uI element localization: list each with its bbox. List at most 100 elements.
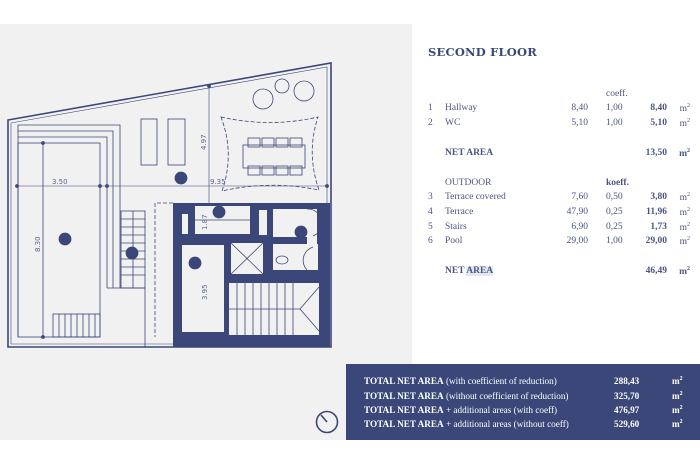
plant bbox=[293, 80, 315, 102]
dimension-label: 3.50 bbox=[52, 178, 68, 186]
coefficient: 0,25 bbox=[606, 207, 623, 217]
plant bbox=[252, 88, 274, 110]
unit: m2 bbox=[679, 118, 690, 130]
total-row: TOTAL NET AREA + additional areas (witho… bbox=[364, 419, 694, 433]
dimension-label: 1.87 bbox=[201, 214, 209, 230]
net-area-row: NET AREA 13,50 m2 bbox=[410, 148, 700, 162]
row-number: 3 bbox=[428, 192, 433, 202]
unit: m2 bbox=[679, 222, 690, 234]
unit: m2 bbox=[672, 405, 683, 416]
area-row: 6 Pool 29,00 1,00 29,00 m2 bbox=[410, 236, 700, 250]
room-marker-label: 4 bbox=[179, 175, 183, 183]
sun-lounger bbox=[140, 118, 158, 166]
unit: m2 bbox=[672, 391, 683, 402]
total-value: 288,43 bbox=[614, 376, 640, 386]
gross-area: 29,00 bbox=[566, 236, 588, 246]
coeff-header: koeff. bbox=[606, 178, 629, 188]
total-row: TOTAL NET AREA (with coefficient of redu… bbox=[364, 376, 694, 390]
gross-area: 5,10 bbox=[571, 118, 588, 128]
area-row: 4 Terrace 47,90 0,25 11,96 m2 bbox=[410, 207, 700, 221]
gross-area: 6,90 bbox=[571, 222, 588, 232]
area-row: 1 Hallway 8,40 1,00 8,40 m2 bbox=[410, 103, 700, 117]
area-row: 2 WC 5,10 1,00 5,10 m2 bbox=[410, 118, 700, 132]
indoor-stairs bbox=[229, 283, 320, 335]
room-name: Pool bbox=[445, 236, 463, 246]
room-marker-2 bbox=[294, 225, 308, 239]
total-label: TOTAL NET AREA + additional areas (witho… bbox=[364, 419, 569, 429]
total-row: TOTAL NET AREA + additional areas (with … bbox=[364, 405, 694, 419]
coefficient: 0,25 bbox=[606, 222, 623, 232]
coefficient: 1,00 bbox=[606, 118, 623, 128]
row-number: 4 bbox=[428, 207, 433, 217]
sun-lounger bbox=[167, 118, 186, 166]
gross-area: 7,60 bbox=[571, 192, 588, 202]
unit: m2 bbox=[679, 266, 690, 278]
unit: m2 bbox=[679, 103, 690, 115]
room-marker-label: 6 bbox=[63, 236, 67, 244]
room-marker-label: 2 bbox=[299, 229, 303, 237]
unit: m2 bbox=[672, 376, 683, 387]
toilet bbox=[275, 255, 289, 265]
floor-plan: 1 2 3 4 5 6 3.50 9.35 4.97 8.30 1.87 3.9… bbox=[7, 62, 332, 348]
net-area-value: 13,50 bbox=[645, 148, 667, 158]
room-marker-1 bbox=[188, 256, 202, 270]
net-area: 1,73 bbox=[650, 222, 667, 232]
room-marker-3 bbox=[212, 205, 226, 219]
total-value: 476,97 bbox=[614, 405, 640, 415]
total-row: TOTAL NET AREA (without coefficient of r… bbox=[364, 391, 694, 405]
net-area-value: 46,49 bbox=[645, 266, 667, 276]
dimension-label: 9.35 bbox=[210, 178, 226, 186]
dimension-label: 3.95 bbox=[201, 284, 209, 300]
area-row: 3 Terrace covered 7,60 0,50 3,80 m2 bbox=[410, 192, 700, 206]
room-name: Terrace bbox=[445, 207, 474, 217]
unit: m2 bbox=[679, 236, 690, 248]
dimension-label: 4.97 bbox=[200, 134, 208, 150]
net-area: 8,40 bbox=[650, 103, 667, 113]
north-arrow-icon bbox=[315, 410, 339, 434]
total-label: TOTAL NET AREA (without coefficient of r… bbox=[364, 391, 569, 401]
net-area: 3,80 bbox=[650, 192, 667, 202]
gross-area: 47,90 bbox=[566, 207, 588, 217]
net-area-label: NET AREA bbox=[445, 148, 494, 158]
shade-sail bbox=[220, 116, 320, 192]
outdoor-header: OUTDOOR bbox=[445, 178, 492, 188]
totals-panel: TOTAL NET AREA (with coefficient of redu… bbox=[346, 364, 700, 440]
coefficient: 1,00 bbox=[606, 236, 623, 246]
row-number: 6 bbox=[428, 236, 433, 246]
dimension-label: 8.30 bbox=[34, 236, 42, 252]
room-name: Terrace covered bbox=[445, 192, 506, 202]
room-marker-6 bbox=[58, 232, 72, 246]
total-label: TOTAL NET AREA (with coefficient of redu… bbox=[364, 376, 557, 386]
net-area-row: NET AREA 46,49 m2 bbox=[410, 266, 700, 280]
unit: m2 bbox=[679, 148, 690, 160]
coeff-header-row: coeff. bbox=[410, 89, 700, 103]
total-label: TOTAL NET AREA + additional areas (with … bbox=[364, 405, 558, 415]
net-area-label: NET AREA bbox=[445, 266, 494, 276]
floor-title: SECOND FLOOR bbox=[428, 45, 537, 59]
dining-table bbox=[242, 137, 306, 176]
outdoor-header-row: OUTDOOR koeff. bbox=[410, 178, 700, 192]
room-markers bbox=[58, 171, 308, 270]
net-area: 5,10 bbox=[650, 118, 667, 128]
unit: m2 bbox=[679, 207, 690, 219]
row-number: 5 bbox=[428, 222, 433, 232]
coeff-header: coeff. bbox=[606, 89, 628, 99]
plant bbox=[274, 78, 290, 94]
unit: m2 bbox=[679, 192, 690, 204]
pool-steps bbox=[52, 313, 101, 338]
room-marker-label: 3 bbox=[217, 209, 221, 217]
row-number: 1 bbox=[428, 103, 433, 113]
coefficient: 1,00 bbox=[606, 103, 623, 113]
total-value: 529,60 bbox=[614, 419, 640, 429]
site-boundary bbox=[7, 62, 332, 348]
coefficient: 0,50 bbox=[606, 192, 623, 202]
room-marker-4 bbox=[174, 171, 188, 185]
gross-area: 8,40 bbox=[571, 103, 588, 113]
unit: m2 bbox=[672, 419, 683, 430]
room-name: Stairs bbox=[445, 222, 467, 232]
net-area: 11,96 bbox=[646, 207, 667, 217]
area-row: 5 Stairs 6,90 0,25 1,73 m2 bbox=[410, 222, 700, 236]
row-number: 2 bbox=[428, 118, 433, 128]
building-walls bbox=[173, 203, 330, 347]
room-marker-5 bbox=[125, 246, 139, 260]
